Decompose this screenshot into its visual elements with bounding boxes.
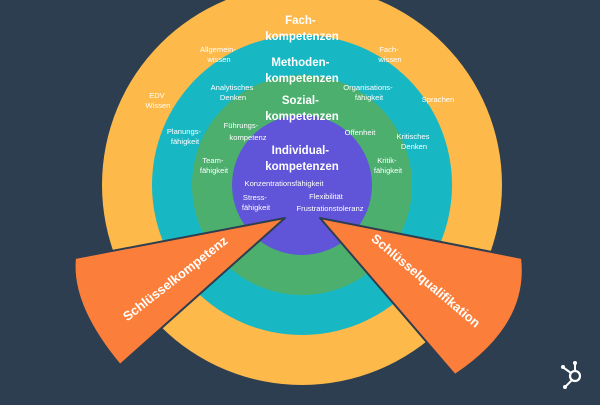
title-sozialkompetenzen: Sozial- kompetenzen xyxy=(265,95,339,123)
item-organisationsfaehigkeit: Organisations- fähigkeit xyxy=(343,83,395,102)
wedge-left xyxy=(74,218,285,365)
item-flexibilitaet: Flexibilität xyxy=(309,192,344,201)
item-allgemeinwissen: Allgemein- wissen xyxy=(200,45,238,64)
title-fachkompetenzen: Fach- kompetenzen xyxy=(265,15,339,43)
item-analytisches-denken: Analytisches Denken xyxy=(211,83,256,102)
item-sprachen: Sprachen xyxy=(422,95,455,104)
item-fachwissen: Fach- wissen xyxy=(377,45,401,64)
item-offenheit: Offenheit xyxy=(345,128,377,137)
wedge-right-outline xyxy=(319,217,524,376)
item-frustrationstoleranz: Frustrationstoleranz xyxy=(296,204,363,213)
item-planungsfaehigkeit: Planungs- fähigkeit xyxy=(167,127,203,146)
wedge-right xyxy=(320,218,523,375)
title-individualkompetenzen: Individual- kompetenzen xyxy=(265,145,339,173)
hubspot-sprocket-icon xyxy=(561,361,582,389)
item-kritikfaehigkeit: Kritik- fähigkeit xyxy=(374,156,403,175)
wedge-left-outline xyxy=(73,217,286,366)
item-stressfaehigkeit: Stress- fähigkeit xyxy=(242,193,271,212)
title-methodenkompetenzen: Methoden- kompetenzen xyxy=(265,57,339,85)
item-fuehrungskompetenz: Führungs- kompetenz xyxy=(224,121,267,142)
item-konzentrationsfaehigkeit: Konzentrationsfähigkeit xyxy=(245,179,325,188)
core-individualkompetenzen xyxy=(232,115,372,255)
item-edv-wissen: EDV Wissen xyxy=(146,91,171,110)
item-kritisches-denken: Kritisches Denken xyxy=(396,132,431,151)
item-teamfaehigkeit: Team- fähigkeit xyxy=(200,156,229,175)
